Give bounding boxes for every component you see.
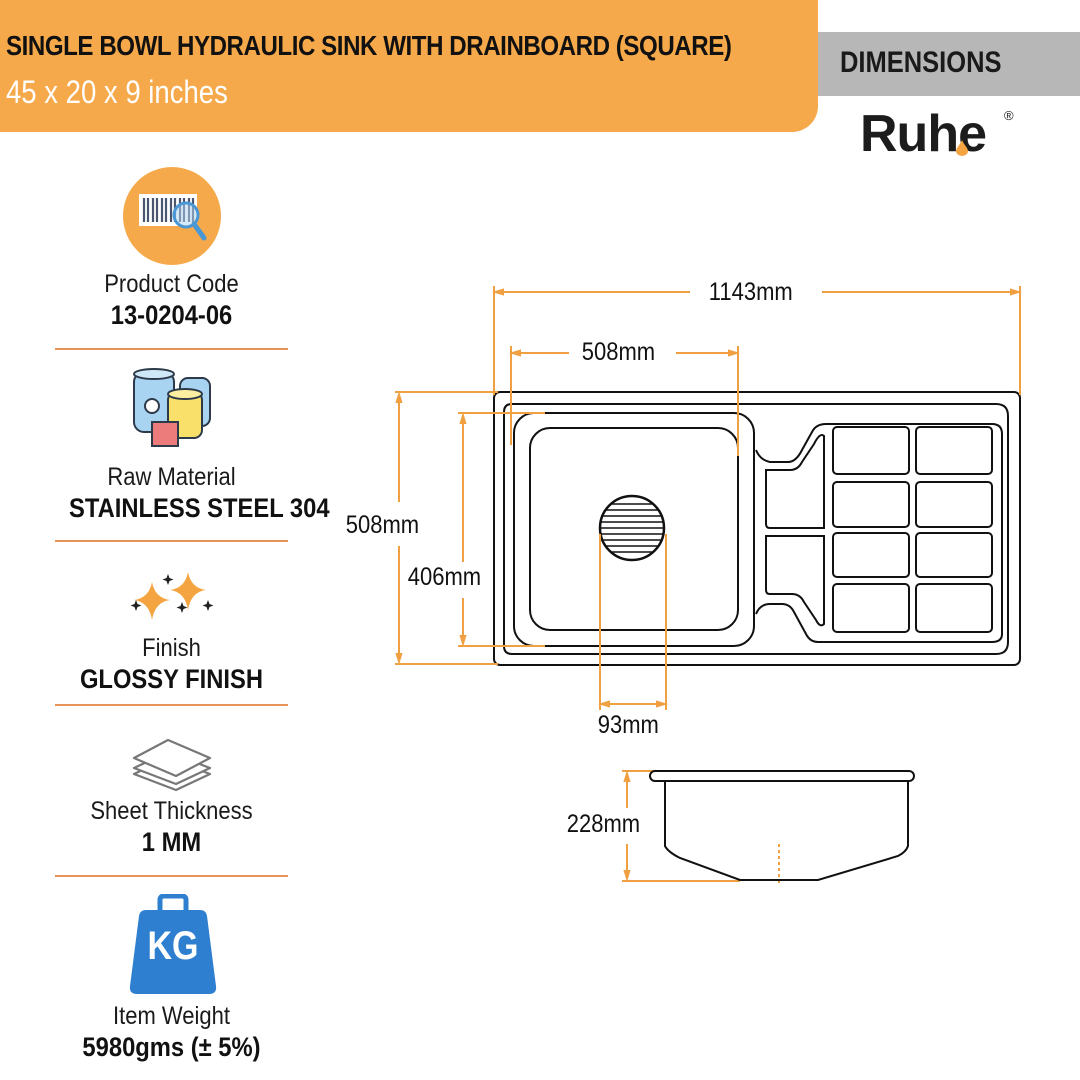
drainboard-rib bbox=[832, 532, 910, 578]
spec-raw-material: Raw Material STAINLESS STEEL 304 bbox=[55, 463, 330, 542]
spec-label: Sheet Thickness bbox=[90, 797, 253, 825]
dimensions-label: DIMENSIONS bbox=[840, 46, 1002, 79]
dimensions-tab: DIMENSIONS bbox=[818, 32, 1080, 96]
drainboard-rib bbox=[832, 426, 910, 475]
sink-top-view bbox=[493, 391, 1021, 666]
side-view-rim bbox=[649, 770, 915, 782]
spec-label: Raw Material bbox=[107, 463, 236, 491]
sparkle-icon bbox=[130, 572, 214, 620]
raw-material-drums-icon bbox=[133, 368, 211, 447]
drain-grate-icon bbox=[598, 494, 666, 562]
title-banner: SINGLE BOWL HYDRAULIC SINK WITH DRAINBOA… bbox=[0, 0, 818, 132]
drainboard-rib bbox=[915, 583, 993, 633]
water-drop-icon bbox=[956, 140, 968, 156]
spec-item-weight: Item Weight 5980gms (± 5%) bbox=[55, 1002, 288, 1063]
weight-icon: KG bbox=[128, 894, 218, 998]
divider bbox=[55, 875, 288, 877]
divider bbox=[55, 348, 288, 350]
product-size: 45 x 20 x 9 inches bbox=[6, 74, 228, 110]
side-view-bowl bbox=[664, 781, 909, 881]
drainboard-rib bbox=[915, 481, 993, 528]
drainboard-ribs bbox=[832, 426, 993, 633]
spec-value: 5980gms (± 5%) bbox=[82, 1032, 261, 1062]
spec-finish: Finish GLOSSY FINISH bbox=[55, 634, 288, 706]
drainboard-rib bbox=[915, 532, 993, 578]
dimension-bowl-width: 406mm bbox=[406, 563, 483, 592]
dimension-overall-width: 508mm bbox=[344, 511, 421, 540]
dimension-bowl-length: 508mm bbox=[580, 338, 657, 367]
weight-icon-text: KG bbox=[147, 924, 199, 968]
spec-product-code: Product Code 13-0204-06 bbox=[55, 270, 288, 350]
dimension-overall-length: 1143mm bbox=[707, 278, 795, 307]
product-title: SINGLE BOWL HYDRAULIC SINK WITH DRAINBOA… bbox=[6, 30, 732, 61]
spec-value: 1 MM bbox=[141, 827, 202, 857]
spec-label: Item Weight bbox=[113, 1002, 230, 1030]
divider bbox=[55, 540, 288, 542]
sheets-stack-icon bbox=[132, 738, 212, 792]
divider bbox=[55, 704, 288, 706]
spec-value: GLOSSY FINISH bbox=[79, 664, 264, 694]
dimension-bowl-depth: 228mm bbox=[565, 810, 642, 839]
spec-sheet-thickness: Sheet Thickness 1 MM bbox=[55, 797, 288, 877]
dimension-drain-diameter: 93mm bbox=[596, 711, 661, 740]
barcode-search-icon bbox=[123, 167, 221, 265]
bowl-outer-edge bbox=[513, 412, 755, 647]
drainboard-rib bbox=[915, 426, 993, 475]
drainboard-rib bbox=[832, 481, 910, 528]
sink-outer-rim bbox=[493, 391, 1021, 666]
dimension-lines bbox=[395, 286, 1022, 886]
drainboard-channel-top bbox=[765, 434, 825, 529]
spec-label: Product Code bbox=[104, 270, 239, 298]
drainboard-channel-bottom bbox=[765, 535, 825, 627]
spec-value: 13-0204-06 bbox=[110, 300, 233, 330]
bowl-inner-edge bbox=[529, 427, 739, 631]
sink-inner-rim bbox=[503, 403, 1009, 655]
registered-mark: ® bbox=[1004, 108, 1014, 123]
spec-label: Finish bbox=[142, 634, 201, 662]
drainboard-rib bbox=[832, 583, 910, 633]
drainboard-outline bbox=[755, 423, 1003, 643]
sink-side-view bbox=[649, 770, 915, 881]
